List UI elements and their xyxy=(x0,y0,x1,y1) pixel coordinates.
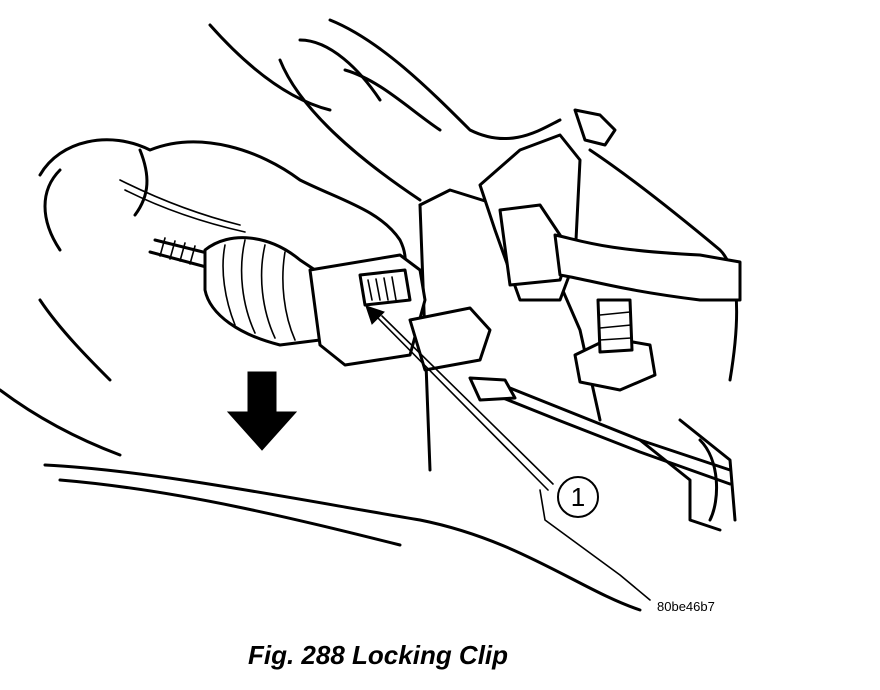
locking-clip-illustration: 1 80be46b7 xyxy=(0,18,742,614)
shift-bracket xyxy=(478,108,742,302)
callout-leader xyxy=(365,305,651,601)
callout-number: 1 xyxy=(571,482,585,512)
figure-caption: Fig. 288 Locking Clip xyxy=(248,640,509,670)
push-down-arrow-icon xyxy=(226,371,298,451)
hand-drawing xyxy=(0,18,562,457)
bolt xyxy=(573,298,657,392)
image-code: 80be46b7 xyxy=(657,599,715,614)
callout-1: 1 xyxy=(557,476,599,518)
